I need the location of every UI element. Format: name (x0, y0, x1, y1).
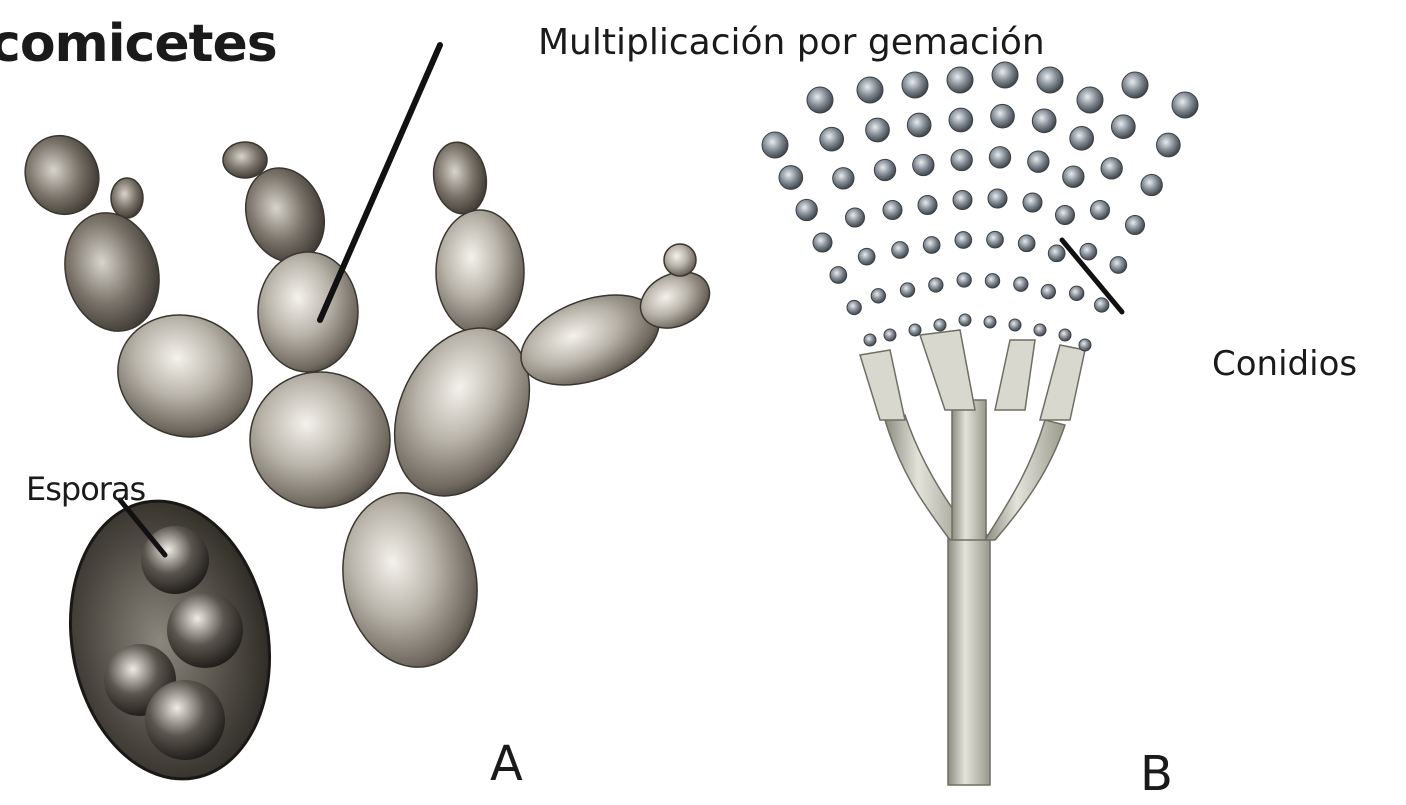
conidium (1070, 126, 1094, 150)
conidium (989, 147, 1010, 168)
conidium (907, 113, 931, 137)
conidium (779, 166, 803, 190)
conidium (1122, 72, 1148, 98)
conidium (864, 334, 876, 346)
label-budding: Multiplicación por gemación (538, 22, 1045, 63)
conidium (902, 72, 928, 98)
yeast-cell (436, 210, 524, 334)
conidium (1032, 109, 1056, 133)
spore (167, 592, 243, 668)
conidium (796, 199, 817, 220)
leader-line-budding (320, 45, 440, 320)
conidium (1095, 298, 1109, 312)
conidiophore-stalk (948, 535, 990, 785)
conidium (807, 87, 833, 113)
conidium (1157, 133, 1181, 157)
yeast-bud (428, 138, 492, 218)
conidium (1110, 257, 1127, 274)
conidium (1101, 158, 1122, 179)
conidium (1041, 285, 1055, 299)
conidium (959, 314, 971, 326)
conidium (1141, 174, 1162, 195)
conidium (874, 159, 895, 180)
conidium (1059, 329, 1071, 341)
conidium (1063, 166, 1084, 187)
conidium (953, 191, 972, 210)
conidium (866, 118, 890, 142)
conidiophore (860, 330, 1085, 785)
conidia-chains (762, 62, 1198, 351)
conidiophore-branch (952, 400, 986, 540)
conidium (1009, 319, 1021, 331)
conidium (820, 127, 844, 151)
conidium (1172, 92, 1198, 118)
conidium (1056, 206, 1075, 225)
conidium (1037, 67, 1063, 93)
conidium (900, 283, 914, 297)
conidium (871, 289, 885, 303)
conidium (918, 196, 937, 215)
label-spores: Esporas (26, 470, 145, 508)
conidium (1080, 243, 1097, 260)
yeast-bud (664, 244, 696, 276)
conidium (884, 329, 896, 341)
conidium (1112, 115, 1136, 139)
conidiophore-branch (985, 420, 1065, 540)
yeast-cell (12, 124, 111, 227)
panel-label-a: A (490, 736, 523, 792)
yeast-bud (111, 178, 143, 218)
conidium (913, 154, 934, 175)
conidium (1014, 277, 1028, 291)
yeast-bud (223, 142, 267, 178)
conidium (830, 267, 847, 284)
conidium (929, 278, 943, 292)
conidium (955, 232, 972, 249)
conidium (1023, 193, 1042, 212)
conidium (892, 242, 909, 259)
conidium (985, 274, 999, 288)
conidium (949, 108, 973, 132)
conidium (1079, 339, 1091, 351)
conidium (923, 237, 940, 254)
conidium (984, 316, 996, 328)
yeast-cell (250, 372, 390, 508)
conidium (1091, 201, 1110, 220)
conidium (988, 189, 1007, 208)
conidium (951, 149, 972, 170)
figure-title: comicetes (0, 14, 277, 74)
conidium (909, 324, 921, 336)
yeast-cell (327, 480, 493, 680)
conidium (991, 104, 1015, 128)
conidium (1034, 324, 1046, 336)
conidium (957, 273, 971, 287)
panel-label-b: B (1140, 746, 1173, 802)
conidium (857, 77, 883, 103)
conidium (934, 319, 946, 331)
spore (145, 680, 225, 760)
conidium (883, 201, 902, 220)
conidium (1077, 87, 1103, 113)
ascus (49, 485, 291, 795)
conidium (1048, 245, 1065, 262)
conidium (813, 233, 832, 252)
conidium (992, 62, 1018, 88)
conidium (1018, 235, 1035, 252)
conidium (1070, 286, 1084, 300)
conidium (847, 300, 861, 314)
phialides (860, 330, 1085, 420)
conidium (858, 248, 875, 265)
conidium (833, 168, 854, 189)
conidium (947, 67, 973, 93)
conidium (987, 231, 1004, 248)
conidium (1028, 151, 1049, 172)
conidium (846, 208, 865, 227)
conidium (762, 132, 788, 158)
label-conidia: Conidios (1212, 344, 1357, 384)
conidium (1126, 216, 1145, 235)
